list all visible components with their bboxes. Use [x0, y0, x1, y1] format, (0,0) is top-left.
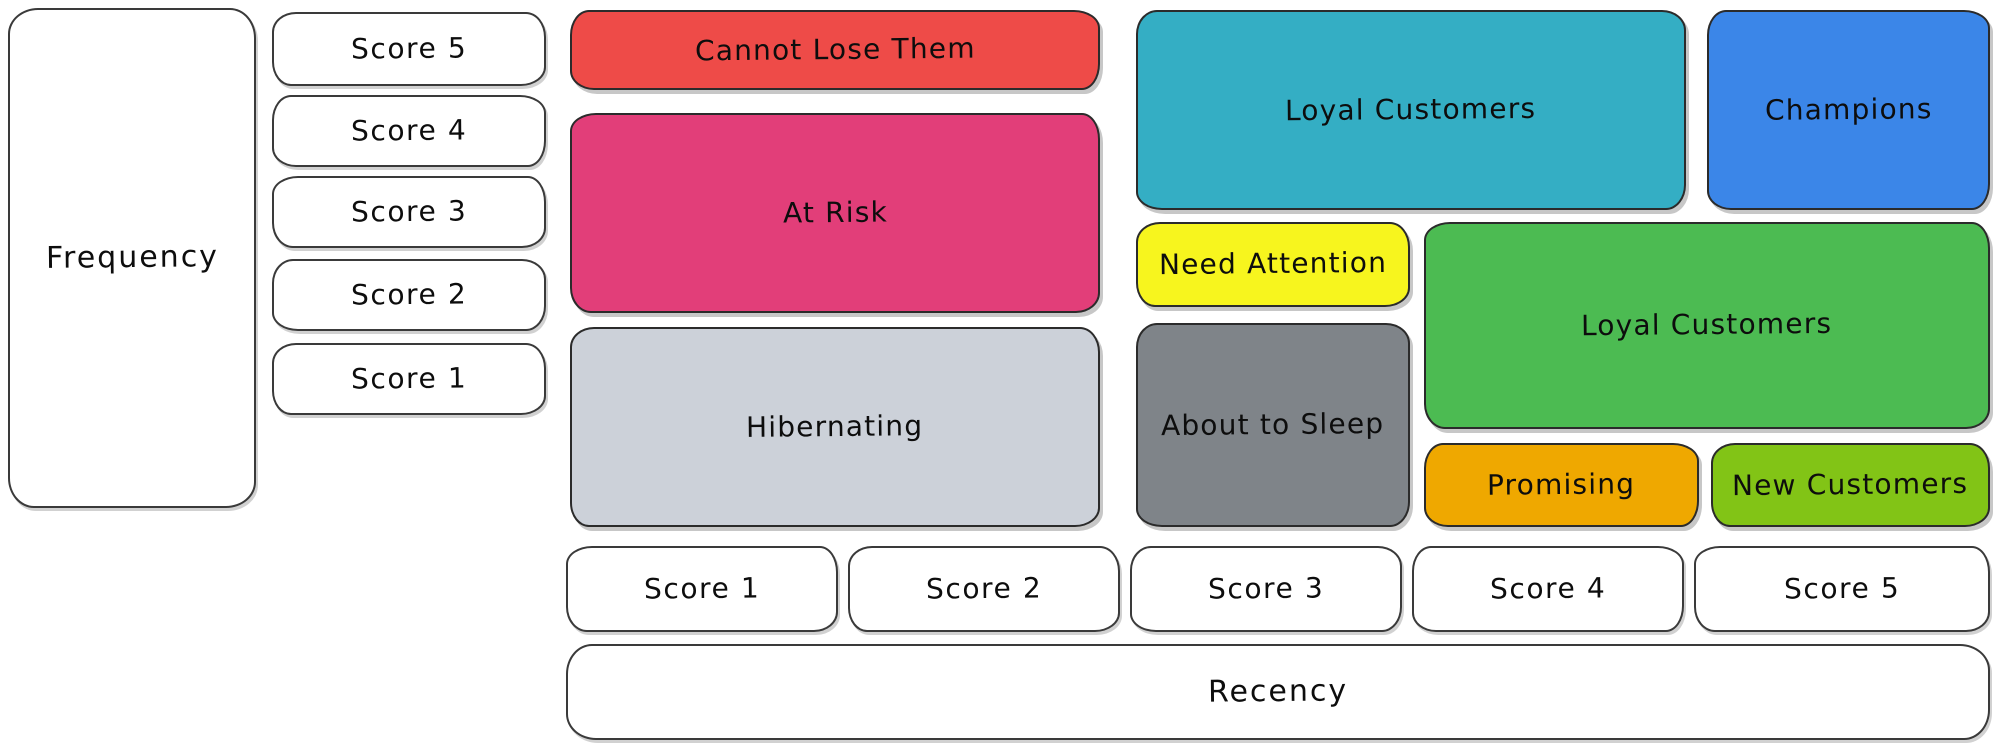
segment-cannot-lose-them-label: Cannot Lose Them	[694, 31, 976, 68]
frequency-axis-label: Frequency	[8, 8, 256, 508]
frequency-score-3-label: Score 3	[350, 194, 468, 229]
recency-score-3-label: Score 3	[1207, 571, 1325, 606]
recency-axis-text: Recency	[1207, 673, 1349, 710]
frequency-score-1-label: Score 1	[350, 361, 468, 396]
recency-score-1[interactable]: Score 1	[566, 546, 838, 632]
segment-at-risk[interactable]: At Risk	[570, 113, 1100, 313]
frequency-axis-text: Frequency	[45, 238, 219, 276]
segment-new-customers-label: New Customers	[1732, 466, 1969, 503]
recency-axis-label: Recency	[566, 644, 1990, 740]
frequency-score-4-label: Score 4	[350, 113, 468, 148]
segment-need-attention-label: Need Attention	[1158, 246, 1388, 282]
recency-score-5[interactable]: Score 5	[1694, 546, 1990, 632]
frequency-score-4[interactable]: Score 4	[272, 95, 546, 167]
segment-loyal-customers-green[interactable]: Loyal Customers	[1424, 222, 1990, 429]
segment-about-to-sleep-label: About to Sleep	[1161, 406, 1385, 442]
segment-at-risk-label: At Risk	[782, 195, 888, 230]
recency-score-2-label: Score 2	[925, 571, 1043, 606]
segment-about-to-sleep[interactable]: About to Sleep	[1136, 323, 1410, 527]
segment-champions[interactable]: Champions	[1707, 10, 1990, 210]
segment-hibernating-label: Hibernating	[746, 409, 924, 444]
segment-need-attention[interactable]: Need Attention	[1136, 222, 1410, 307]
segment-loyal-customers-green-label: Loyal Customers	[1581, 307, 1833, 343]
frequency-score-2[interactable]: Score 2	[272, 259, 546, 331]
segment-promising[interactable]: Promising	[1424, 443, 1699, 527]
frequency-score-5-label: Score 5	[350, 31, 468, 66]
recency-score-1-label: Score 1	[643, 571, 761, 606]
segment-champions-label: Champions	[1764, 92, 1933, 127]
recency-score-4-label: Score 4	[1489, 571, 1607, 606]
segment-cannot-lose-them[interactable]: Cannot Lose Them	[570, 10, 1100, 90]
recency-score-3[interactable]: Score 3	[1130, 546, 1402, 632]
recency-score-4[interactable]: Score 4	[1412, 546, 1684, 632]
segment-new-customers[interactable]: New Customers	[1711, 443, 1990, 527]
segment-loyal-customers-teal-label: Loyal Customers	[1285, 91, 1537, 128]
segment-promising-label: Promising	[1487, 467, 1636, 502]
segment-loyal-customers-teal[interactable]: Loyal Customers	[1136, 10, 1686, 210]
frequency-score-5[interactable]: Score 5	[272, 12, 546, 86]
segment-hibernating[interactable]: Hibernating	[570, 327, 1100, 527]
frequency-score-3[interactable]: Score 3	[272, 176, 546, 248]
recency-score-2[interactable]: Score 2	[848, 546, 1120, 632]
frequency-score-2-label: Score 2	[350, 277, 468, 312]
frequency-score-1[interactable]: Score 1	[272, 343, 546, 415]
recency-score-5-label: Score 5	[1783, 571, 1901, 606]
